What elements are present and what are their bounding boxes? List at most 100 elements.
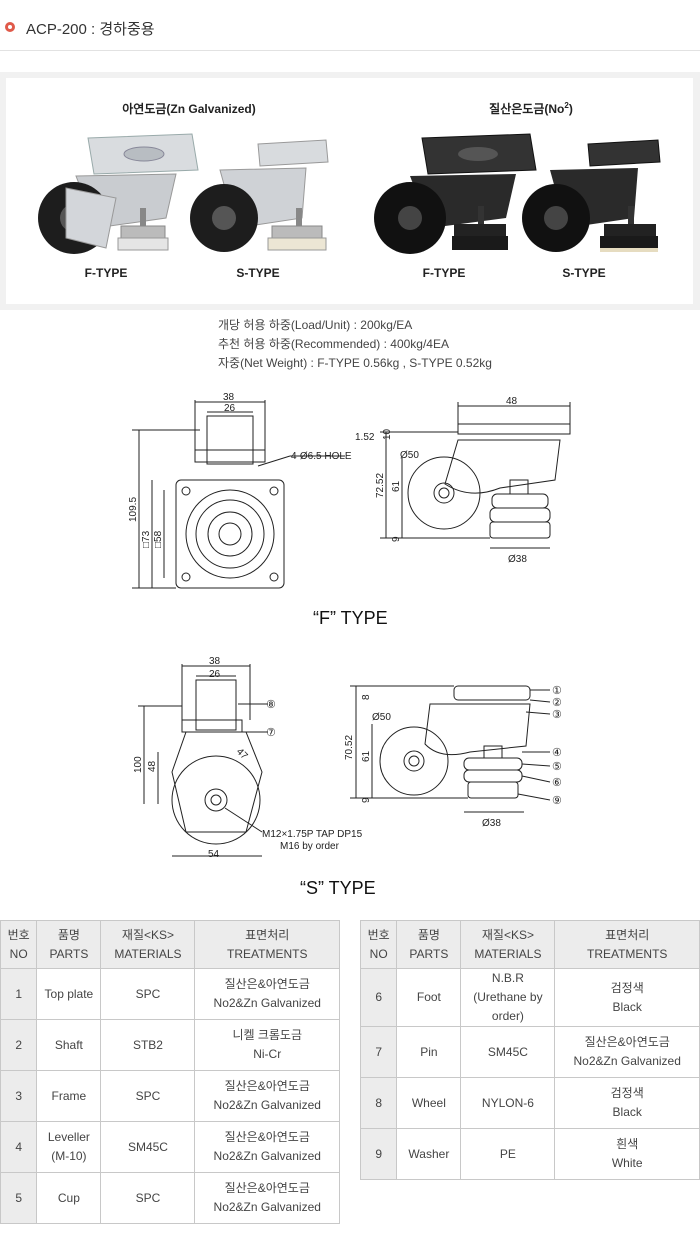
s-type-top-view (138, 664, 268, 857)
zn-f-type-caster-image (38, 133, 199, 254)
table-cell: 9 (359, 1128, 398, 1180)
dim-8: 8 (361, 694, 372, 700)
callout-2: ② (552, 697, 562, 709)
table-cell: 1 (0, 968, 38, 1020)
dim-58: □58 (153, 530, 164, 548)
dim-109-5: 109.5 (128, 497, 139, 522)
bullet-circle-icon (5, 22, 15, 32)
table-cell: Pin (396, 1026, 462, 1078)
table-cell: 7 (359, 1026, 398, 1078)
zn-s-type-caster-image (190, 139, 329, 252)
dim-9: 9 (391, 536, 402, 542)
table-cell: SPC (100, 1172, 196, 1224)
table-cell: Wheel (396, 1077, 462, 1129)
callout-4: ④ (552, 747, 562, 759)
dim-9: 9 (361, 797, 372, 803)
page-header: ACP-200 : 경하중용 (0, 0, 700, 51)
dim-foot-38: Ø38 (482, 818, 501, 829)
column-header: 재질<KS>MATERIALS (100, 920, 196, 969)
table-cell: N.B.R(Urethane by order) (460, 968, 556, 1027)
callout-7: ⑦ (266, 727, 276, 739)
dim-61: 61 (391, 480, 402, 492)
table-cell: 5 (0, 1172, 38, 1224)
s-type-drawing-title: “S” TYPE (300, 878, 376, 898)
dim-26: 26 (224, 403, 236, 414)
dim-70-52: 70.52 (344, 735, 355, 760)
dim-10: 10 (382, 428, 393, 440)
dim-100: 100 (133, 756, 144, 773)
product-photo-area: 아연도금(Zn Galvanized) 질산은도금(No2) (6, 78, 693, 304)
table-cell: Leveller(M-10) (36, 1121, 102, 1173)
spec-net-weight: 자중(Net Weight) : F-TYPE 0.56kg , S-TYPE … (218, 356, 492, 370)
table-cell: Foot (396, 968, 462, 1027)
table-cell: SM45C (460, 1026, 556, 1078)
zn-f-type-label: F-TYPE (84, 266, 128, 280)
callout-1: ① (552, 685, 562, 697)
dim-hole: 4-Ø6.5 HOLE (291, 451, 352, 462)
dim-38: 38 (223, 392, 235, 403)
table-cell: Top plate (36, 968, 102, 1020)
f-type-side-view (380, 402, 571, 549)
table-cell: STB2 (100, 1019, 196, 1071)
table-cell: 2 (0, 1019, 38, 1071)
dim-73: □73 (141, 530, 152, 548)
callout-5: ⑤ (552, 761, 562, 773)
s-type-top-dim-labels: 38 26 100 48 54 47 M12×1.75P TAP DP15 M1… (133, 656, 363, 860)
tap-spec: M12×1.75P TAP DP15 (262, 829, 363, 840)
table-cell: 3 (0, 1070, 38, 1122)
dim-54: 54 (208, 849, 220, 860)
callout-8: ⑧ (266, 699, 276, 711)
table-cell: NYLON-6 (460, 1077, 556, 1129)
no2-s-type-caster-image (522, 139, 661, 252)
spec-load-unit: 개당 허용 하중(Load/Unit) : 200kg/EA (218, 318, 413, 332)
dim-72-52: 72.52 (375, 473, 386, 498)
load-specs: 개당 허용 하중(Load/Unit) : 200kg/EA 추천 허용 하중(… (218, 316, 492, 373)
f-type-drawing-title: “F” TYPE (313, 608, 388, 628)
table-cell: Shaft (36, 1019, 102, 1071)
table-cell: PE (460, 1128, 556, 1180)
no2-label: 질산은도금(No2) (489, 101, 573, 116)
no2-s-type-label: S-TYPE (562, 266, 606, 280)
s-type-side-dim-labels: 8 70.52 61 9 Ø50 Ø38 ① ② ③ ④ ⑤ ⑥ ⑨ (344, 685, 562, 829)
f-type-side-dim-labels: 48 1.52 10 72.52 61 9 Ø50 Ø38 (355, 396, 527, 565)
table-cell: SPC (100, 968, 196, 1020)
f-type-top-view (132, 400, 345, 589)
table-cell: 4 (0, 1121, 38, 1173)
dim-1-52: 1.52 (355, 432, 375, 443)
dim-wheel-50: Ø50 (400, 450, 419, 461)
callout-6: ⑥ (552, 777, 562, 789)
spec-recommended: 추천 허용 하중(Recommended) : 400kg/4EA (218, 337, 449, 351)
caster-photos (38, 133, 661, 254)
tap-order-note: M16 by order (280, 841, 340, 852)
f-type-top-dim-labels: 38 26 4-Ø6.5 HOLE 109.5 □73 □58 (128, 392, 352, 548)
table-cell: SPC (100, 1070, 196, 1122)
callout-3: ③ (552, 709, 562, 721)
technical-drawings: 38 26 4-Ø6.5 HOLE 109.5 □73 □58 48 1.52 … (128, 392, 571, 860)
s-type-side-view (350, 685, 551, 813)
zn-galvanized-label: 아연도금(Zn Galvanized) (122, 102, 256, 116)
no2-f-type-label: F-TYPE (422, 266, 466, 280)
dim-48: 48 (147, 760, 158, 772)
table-cell: Washer (396, 1128, 462, 1180)
table-cell: Cup (36, 1172, 102, 1224)
